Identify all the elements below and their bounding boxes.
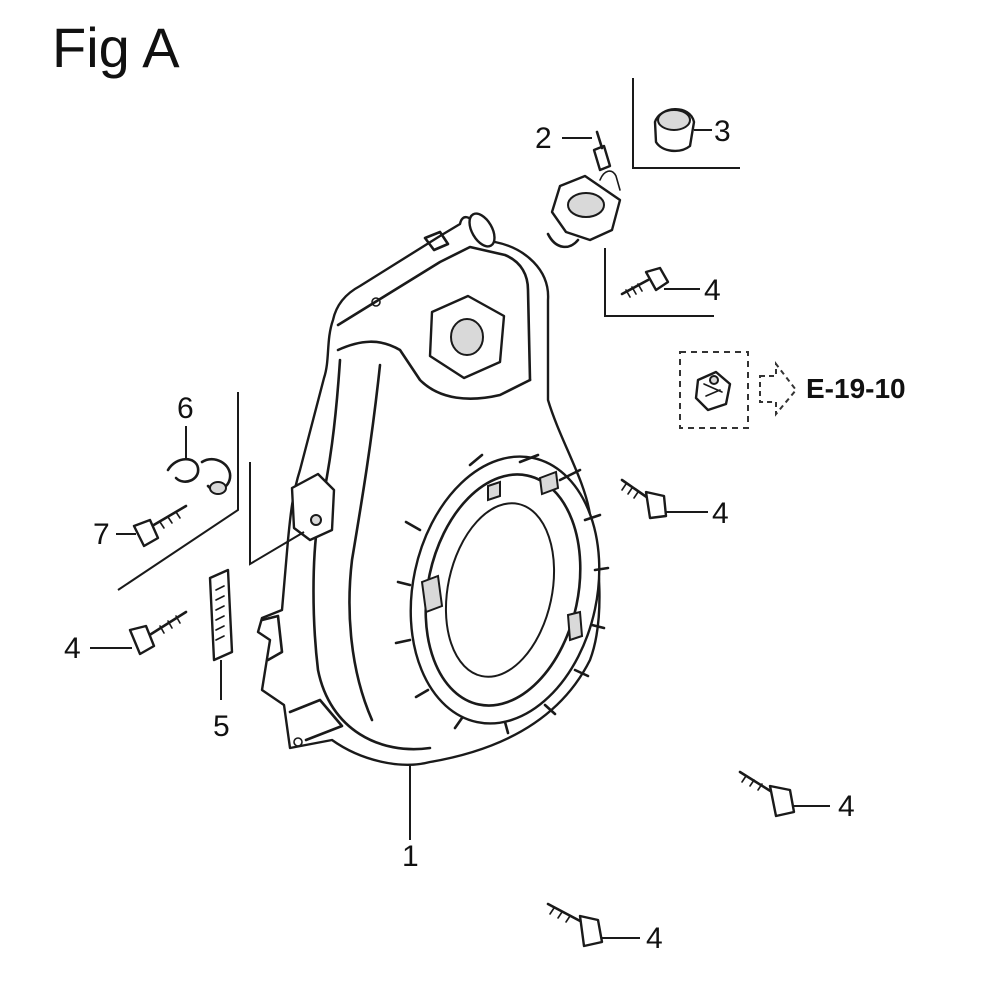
reference-dashed-box [679,351,749,429]
callout-7: 7 [93,518,110,551]
callout-5: 5 [213,710,230,743]
bracket-top-right [632,78,740,169]
outline-arrow-right-icon [759,361,798,417]
bolt-part-bottom [546,902,604,948]
clip-part [166,457,232,495]
callout-6: 6 [177,392,194,425]
bracket-left-inner [249,462,305,566]
bolt-part-7 [132,504,188,548]
clip-part-icon [694,370,732,412]
callout-4-right: 4 [712,497,729,530]
callout-3: 3 [714,115,731,148]
cross-reference-code[interactable]: E-19-10 [806,373,906,404]
bolt-part-right [620,478,668,520]
bolt-part-upper [620,266,670,298]
cap-part [653,108,696,153]
bolt-part-left [128,610,188,656]
callout-1: 1 [402,840,419,873]
figure-title: Fig A [52,16,180,79]
bolt-part-lower-right [738,770,796,818]
bracket-left-outer [117,392,239,591]
bracket-mid-right [604,248,714,317]
callout-4-upper: 4 [704,274,721,307]
callout-4-lower-right: 4 [838,790,855,823]
fan-cover-part [256,212,610,766]
callout-4-left: 4 [64,632,81,665]
sensor-switch-part [546,130,622,249]
callout-2: 2 [535,122,552,155]
callout-4-bottom: 4 [646,922,663,955]
spring-plate-part [208,568,234,662]
